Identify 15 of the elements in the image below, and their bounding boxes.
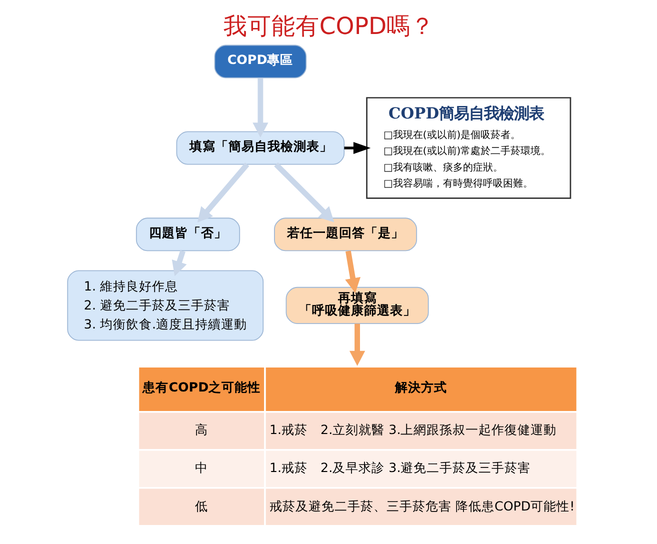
arrow	[196, 162, 249, 223]
node-box: 填寫「簡易自我檢測表」	[176, 131, 344, 165]
arrow	[344, 142, 370, 154]
node-box: 若任一題回答「是」	[274, 218, 417, 252]
arrow	[348, 324, 365, 366]
diagram-title: 我可能有COPD嗎？	[222, 12, 434, 40]
arrow	[274, 162, 334, 222]
arrow	[344, 250, 360, 293]
node-box: COPD簡易自我檢測表 □我現在(或以前)是個吸菸者。 □我現在(或以前)常處於二手菸環境。 □我有咳嗽、痰多的症狀。 □我容易喘，有時覺得呼吸困難。	[366, 97, 571, 199]
arrow	[171, 250, 186, 276]
node-box: 四題皆「否」	[135, 218, 240, 252]
node-box: COPD專區	[214, 44, 306, 78]
node-box: 1. 維持良好作息 2. 避免二手菸及三手菸害 3. 均衡飲食.適度且持續運動	[66, 270, 264, 341]
node-box: 再填寫 「呼吸健康篩選表」	[285, 286, 428, 324]
arrow	[252, 78, 268, 138]
